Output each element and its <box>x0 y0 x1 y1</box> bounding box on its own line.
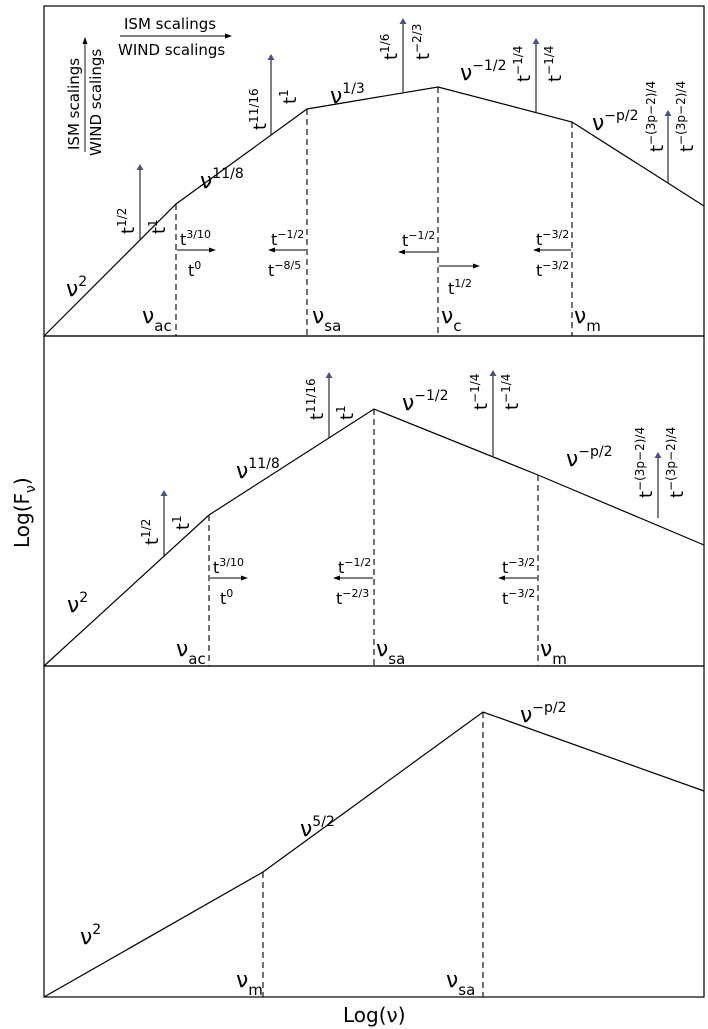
panel-1-flux-scaling-5: t−(3p−2)/4 t−(3p−2)/4 <box>644 81 698 183</box>
svg-text:t−(3p−2)/4: t−(3p−2)/4 <box>664 427 688 498</box>
svg-text:t1: t1 <box>277 89 301 104</box>
panel-3-break-sa: νsa <box>446 968 475 999</box>
panel-3-slope-3: ν−p/2 <box>520 700 567 728</box>
panel-1-flux-scaling-3: t1/6 t−2/3 <box>378 18 434 92</box>
panel-1-slope-5: ν−p/2 <box>592 108 639 136</box>
svg-text:t−3/2: t−3/2 <box>536 259 569 280</box>
svg-text:t−1/4: t−1/4 <box>542 46 566 82</box>
svg-text:t11/16: t11/16 <box>304 378 328 420</box>
x-axis-label: Log(ν) <box>343 1003 406 1027</box>
panel-1-break-ac: νac <box>142 304 172 335</box>
svg-text:t−3/2: t−3/2 <box>502 556 535 577</box>
svg-text:t1: t1 <box>146 219 170 234</box>
panel-1-break-scaling-sa: t−1/2 t−8/5 <box>268 228 306 280</box>
panel-2-flux-scaling-3: t−1/4 t−1/4 <box>468 370 523 456</box>
panel-3-spectrum-curve <box>43 711 705 998</box>
panel-1-break-scaling-m: t−3/2 t−3/2 <box>533 228 571 280</box>
panel-3-break-m: νm <box>236 968 263 999</box>
panel-1-slope-4: ν−1/2 <box>460 58 507 86</box>
svg-text:t−1/2: t−1/2 <box>338 556 371 577</box>
panel-2-slope-3: ν−1/2 <box>402 388 449 416</box>
panel-2-break-scaling-m: t−3/2 t−3/2 <box>498 556 537 608</box>
panel-1-break-sa: νsa <box>312 304 341 335</box>
panel-2-slope-4: ν−p/2 <box>566 444 613 472</box>
legend-vertical: ISM scalings WIND scalings <box>65 37 105 156</box>
svg-text:t0: t0 <box>220 587 233 608</box>
panel-3-slope-1: ν2 <box>80 922 101 950</box>
svg-text:t1/6: t1/6 <box>378 34 402 60</box>
svg-text:WIND scalings: WIND scalings <box>118 41 225 59</box>
svg-text:ISM scalings: ISM scalings <box>65 58 83 150</box>
panel-1-slope-3: ν1/3 <box>330 81 365 109</box>
panel-3-frame <box>43 665 705 998</box>
panel-1-slope-1: ν2 <box>66 274 87 302</box>
panel-1-break-c: νc <box>441 304 462 335</box>
svg-text:t−2/3: t−2/3 <box>410 24 434 60</box>
svg-text:t3/10: t3/10 <box>180 228 211 249</box>
panel-2-flux-scaling-1: t1/2 t1 <box>139 490 194 556</box>
panel-2-break-sa: νsa <box>376 637 405 668</box>
svg-text:t1: t1 <box>334 405 358 420</box>
panel-2-break-ac: νac <box>176 637 206 668</box>
panel-2-slope-1: ν2 <box>67 590 88 618</box>
panel-3-slope-2: ν5/2 <box>300 814 335 842</box>
panel-1-break-m: νm <box>574 304 601 335</box>
svg-text:t1: t1 <box>170 515 194 530</box>
panel-1-spectrum-curve <box>43 86 705 337</box>
svg-text:t−1/4: t−1/4 <box>511 46 535 82</box>
svg-text:WIND scalings: WIND scalings <box>87 49 105 156</box>
panel-2-break-scaling-sa: t−1/2 t−2/3 <box>333 556 373 608</box>
svg-text:t11/16: t11/16 <box>247 88 271 130</box>
svg-text:t−3/2: t−3/2 <box>536 228 569 249</box>
svg-text:t0: t0 <box>188 259 201 280</box>
svg-text:t1/2: t1/2 <box>139 519 163 545</box>
svg-text:t−(3p−2)/4: t−(3p−2)/4 <box>674 81 698 152</box>
svg-text:t3/10: t3/10 <box>213 556 244 577</box>
legend-horizontal: ISM scalings WIND scalings <box>118 15 232 59</box>
svg-text:t−1/4: t−1/4 <box>468 374 492 410</box>
svg-text:t−1/2: t−1/2 <box>402 229 435 250</box>
panel-1-slope-2: ν11/8 <box>200 166 244 194</box>
svg-text:t−(3p−2)/4: t−(3p−2)/4 <box>644 81 668 152</box>
svg-text:t1/2: t1/2 <box>115 208 139 234</box>
panel-1-flux-scaling-2: t11/16 t1 <box>247 54 301 135</box>
svg-text:t−1/2: t−1/2 <box>271 228 304 249</box>
panel-1-break-scaling-c: t−1/2 t1/2 <box>398 229 480 298</box>
svg-text:t−2/3: t−2/3 <box>336 587 369 608</box>
panel-2-break-scaling-ac: t3/10 t0 <box>210 556 248 608</box>
panel-2-flux-scaling-2: t11/16 t1 <box>304 372 358 438</box>
y-axis-label: Log(Fν) <box>10 477 39 548</box>
svg-text:t−1/4: t−1/4 <box>499 374 523 410</box>
svg-text:t−(3p−2)/4: t−(3p−2)/4 <box>633 427 657 498</box>
svg-text:t1/2: t1/2 <box>448 277 472 298</box>
panel-1-flux-scaling-4: t−1/4 t−1/4 <box>511 38 566 112</box>
svg-text:t−3/2: t−3/2 <box>502 587 535 608</box>
panel-1-flux-scaling-1: t1/2 t1 <box>115 164 170 239</box>
svg-text:ISM scalings: ISM scalings <box>124 15 216 33</box>
panel-1-break-scaling-ac: t3/10 t0 <box>177 228 216 280</box>
panel-2-break-m: νm <box>540 637 567 668</box>
panel-2-slope-2: ν11/8 <box>236 456 280 484</box>
svg-text:t−8/5: t−8/5 <box>268 259 301 280</box>
panel-2-flux-scaling-4: t−(3p−2)/4 t−(3p−2)/4 <box>633 427 688 518</box>
